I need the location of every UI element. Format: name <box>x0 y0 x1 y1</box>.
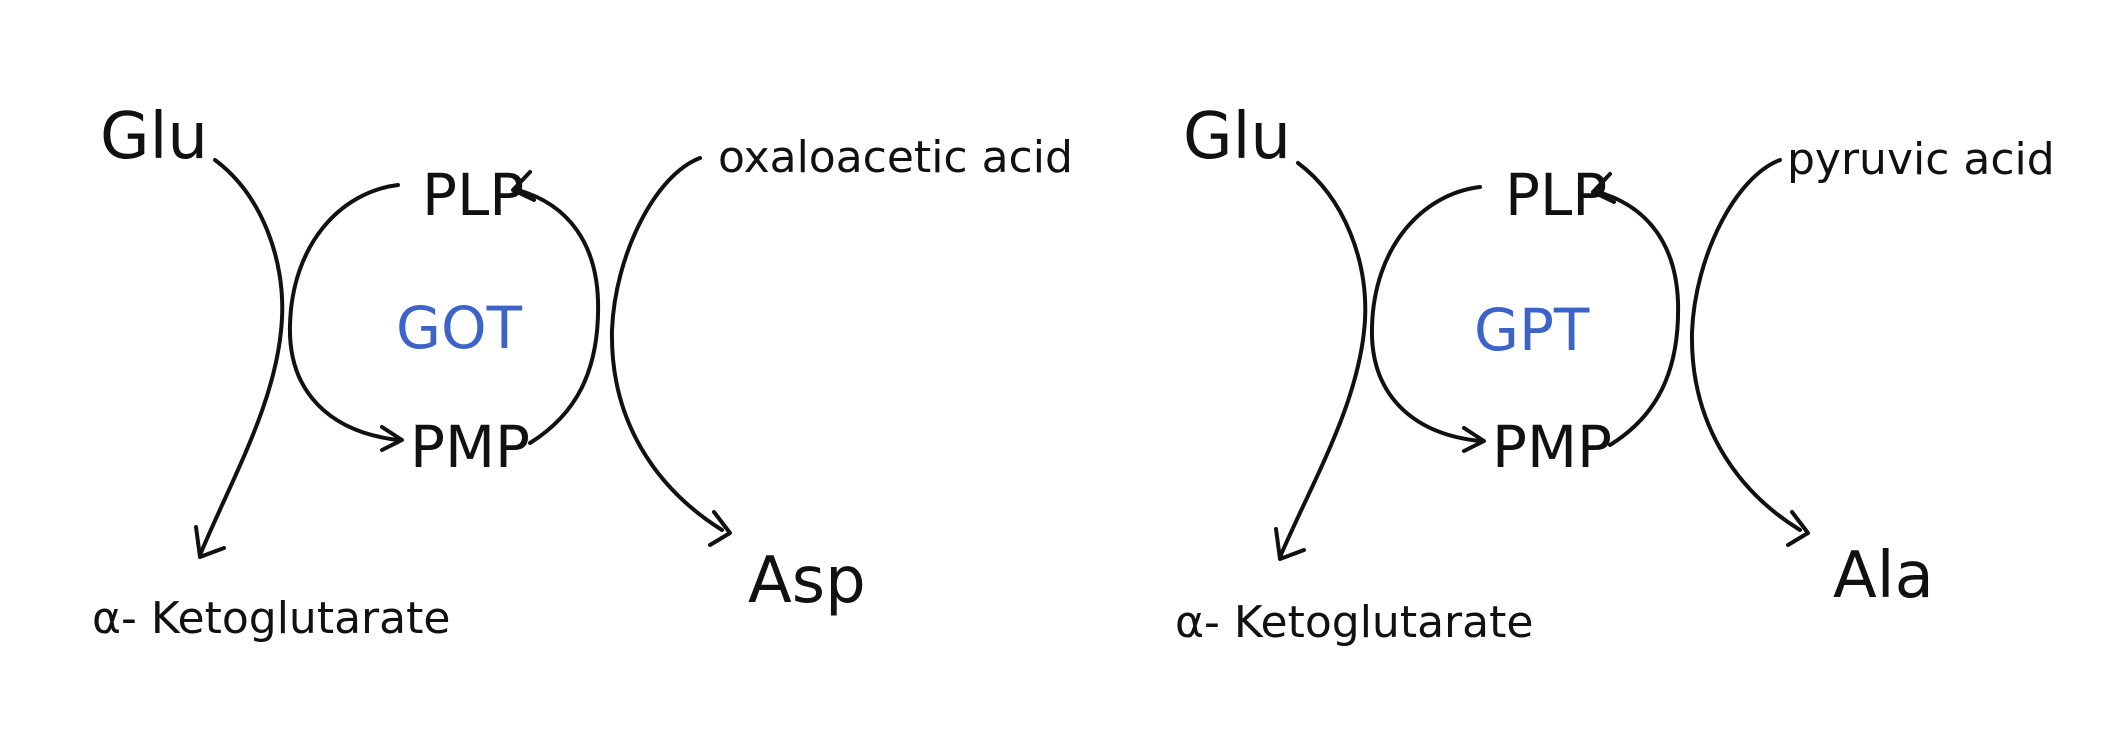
enzyme-label-gpt: GPT <box>1474 296 1590 364</box>
pmp-label: PMP <box>1492 413 1612 481</box>
acceptor-label: oxaloacetic acid <box>718 132 1073 183</box>
alpha-ketoglutarate-label: α- Ketoglutarate <box>1175 597 1533 648</box>
arrowhead <box>708 510 732 547</box>
glu-to-ketoglutarate-arrow <box>198 158 285 557</box>
product-amino-acid-label: Ala <box>1833 539 1934 613</box>
acceptor-to-product-arrow <box>609 156 724 532</box>
arrowhead <box>1274 527 1306 561</box>
glu-label: Glu <box>100 100 208 174</box>
plp-to-pmp-arrow <box>1369 185 1482 443</box>
arrowhead <box>194 525 226 559</box>
glu-label: Glu <box>1183 100 1291 174</box>
gpt-panel: Glu pyruvic acid PLP GPT PMP α- Ketoglut… <box>1175 100 2055 648</box>
arrowhead <box>1786 510 1810 547</box>
glu-to-ketoglutarate-arrow <box>1278 161 1368 559</box>
plp-to-pmp-arrow <box>287 183 400 442</box>
plp-label: PLP <box>422 161 524 229</box>
arrowhead <box>511 170 536 202</box>
pmp-to-plp-arrow <box>1596 190 1681 447</box>
arrowhead <box>1462 426 1486 453</box>
acceptor-to-product-arrow <box>1689 158 1802 532</box>
plp-label: PLP <box>1505 161 1607 229</box>
acceptor-label: pyruvic acid <box>1787 134 2055 185</box>
pmp-label: PMP <box>410 413 530 481</box>
arrowhead <box>380 425 404 452</box>
product-amino-acid-label: Asp <box>748 544 866 618</box>
alpha-ketoglutarate-label: α- Ketoglutarate <box>92 593 450 644</box>
enzyme-label-got: GOT <box>396 294 523 362</box>
pmp-to-plp-arrow <box>516 188 601 445</box>
got-panel: Glu oxaloacetic acid PLP GOT PMP α- Keto… <box>92 100 1073 644</box>
arrowhead <box>1591 172 1616 204</box>
